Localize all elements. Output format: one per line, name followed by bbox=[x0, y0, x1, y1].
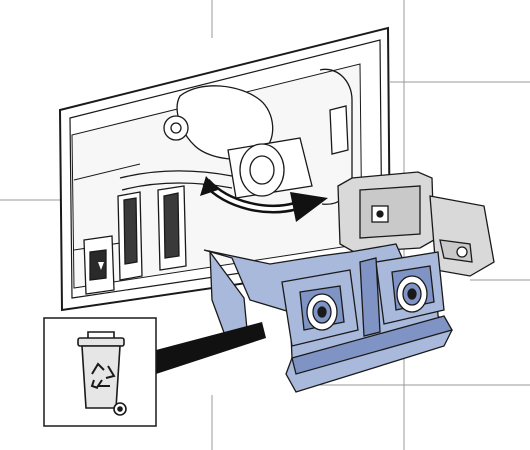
rotation-arrow bbox=[200, 176, 328, 222]
blue-mounting-bracket bbox=[203, 243, 453, 393]
recycling-bin-icon bbox=[77, 331, 127, 416]
callout-pointer bbox=[156, 322, 266, 374]
flush-cistern-opening bbox=[58, 26, 392, 312]
cistern-interior-fittings bbox=[83, 68, 353, 295]
removed-valve-unit bbox=[337, 171, 495, 277]
recycling-bin-callout bbox=[43, 317, 157, 427]
